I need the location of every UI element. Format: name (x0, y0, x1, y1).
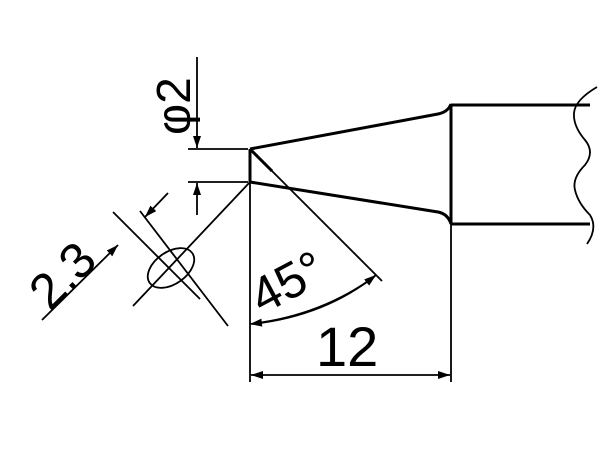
tip-outline (248, 103, 453, 225)
bevel-width-dimension: 2.3 (18, 181, 251, 327)
break-line (573, 86, 598, 245)
diameter-label: φ2 (148, 77, 201, 135)
bevel-ellipse (146, 247, 196, 289)
length-label: 12 (316, 315, 378, 378)
bevel-width-label: 2.3 (18, 231, 107, 320)
shaft (451, 86, 598, 245)
angle-label: 45° (241, 240, 334, 325)
length-dimension: 12 (251, 224, 452, 382)
diameter-dimension: φ2 (148, 57, 248, 215)
